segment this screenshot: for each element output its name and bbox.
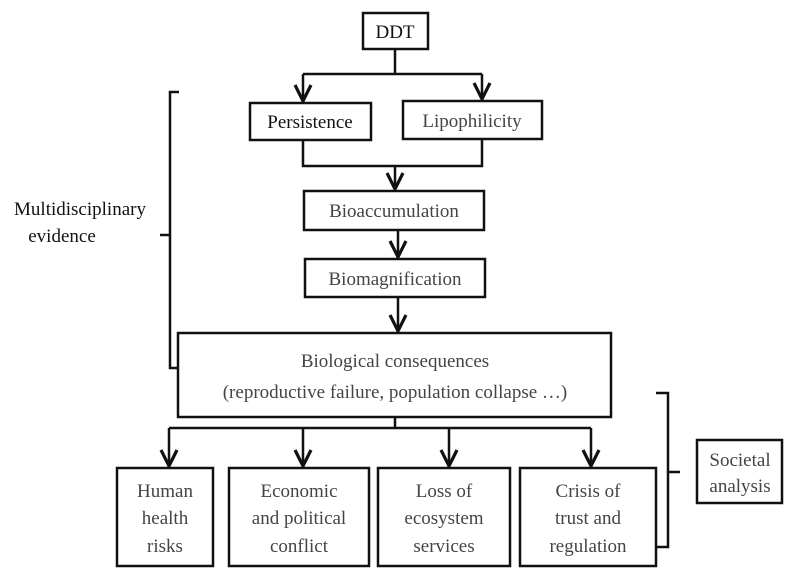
node-label: risks — [147, 536, 183, 557]
node-trust: Crisis of trust and regulation — [518, 466, 658, 568]
node-label: and political — [252, 508, 346, 529]
right-bracket — [656, 391, 680, 549]
node-ddt: DDT — [361, 11, 430, 51]
node-label: Biological consequences — [301, 351, 489, 372]
node-label: ecosystem — [404, 508, 483, 529]
bracket-label: evidence — [28, 226, 96, 247]
node-label: Crisis of — [556, 481, 622, 502]
node-label: services — [413, 536, 474, 557]
node-label: Persistence — [267, 112, 352, 133]
left-bracket — [160, 90, 179, 370]
node-label: health — [142, 508, 189, 529]
node-label: conflict — [270, 536, 329, 557]
node-label: regulation — [549, 536, 627, 557]
node-biological-consequences: Biological consequences (reproductive fa… — [176, 331, 613, 419]
node-label: (reproductive failure, population collap… — [223, 382, 568, 403]
bracket-label: Societal — [709, 450, 770, 471]
node-bioaccumulation: Bioaccumulation — [302, 189, 486, 232]
bracket-label: analysis — [709, 476, 770, 497]
bracket-label: Multidisciplinary — [14, 199, 146, 220]
node-economic: Economic and political conflict — [227, 466, 371, 568]
connectors — [169, 49, 591, 466]
node-label: Bioaccumulation — [329, 201, 459, 222]
node-persistence: Persistence — [248, 101, 373, 142]
bracket-societal: Societal analysis — [656, 391, 784, 549]
bracket-multidisciplinary: Multidisciplinary evidence — [14, 90, 179, 370]
node-label: DDT — [375, 22, 414, 43]
node-biomagnification: Biomagnification — [303, 257, 487, 299]
node-ecosystem: Loss of ecosystem services — [376, 466, 512, 568]
node-label: trust and — [555, 508, 621, 529]
node-label: Loss of — [416, 481, 473, 502]
node-label: Lipophilicity — [422, 111, 522, 132]
node-label: Economic — [260, 481, 337, 502]
node-label: Human — [137, 481, 193, 502]
node-human-health: Human health risks — [115, 466, 215, 568]
node-lipophilicity: Lipophilicity — [401, 99, 544, 141]
node-label: Biomagnification — [329, 269, 462, 290]
